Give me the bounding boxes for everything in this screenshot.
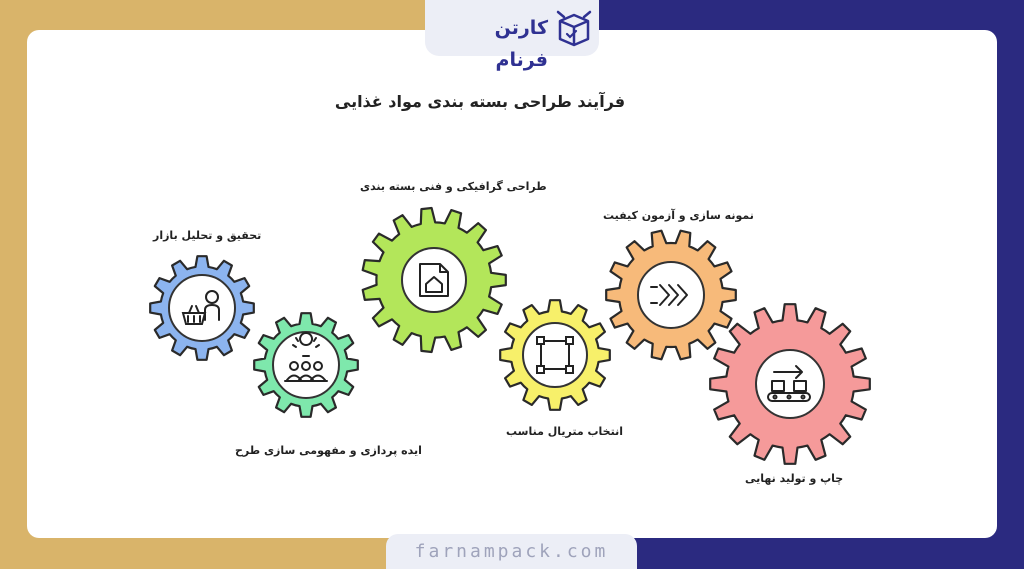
- logo-tab: [425, 0, 599, 56]
- shopping-basket-person-icon: [181, 290, 220, 325]
- gear-graphic-design: [361, 206, 507, 354]
- box-logo-icon: [556, 10, 592, 47]
- vector-square-icon: [536, 336, 574, 374]
- diagram-title: فرآیند طراحی بسته بندی مواد غذایی: [334, 92, 626, 111]
- step-label-prototyping: نمونه سازی و آزمون کیفیت: [603, 209, 754, 222]
- gear-material-selection: [499, 299, 611, 411]
- lightbulb-people-icon: [284, 332, 328, 382]
- footer-website-link[interactable]: farnampack.com: [414, 541, 609, 562]
- document-home-icon: [419, 263, 449, 297]
- brand-logo-text: کارتن فرنام: [494, 17, 548, 71]
- footer-tab: [386, 534, 637, 569]
- gear-ideation: [253, 312, 359, 418]
- step-label-material-selection: انتخاب متریال مناسب: [506, 425, 624, 438]
- conveyor-belt-icon: [767, 365, 811, 402]
- step-label-final-production: چاپ و تولید نهایی: [745, 472, 844, 485]
- step-label-market-research: تحقیق و تحلیل بازار: [153, 229, 262, 242]
- gear-final-production: [709, 303, 871, 465]
- step-label-graphic-design: طراحی گرافیکی و فنی بسته بندی: [360, 180, 547, 193]
- step-label-ideation: ایده پردازی و مفهومی سازی طرح: [235, 444, 422, 457]
- fast-forward-arrows-icon: [650, 284, 688, 306]
- gear-market-research: [149, 255, 255, 361]
- gear-prototyping: [605, 229, 737, 361]
